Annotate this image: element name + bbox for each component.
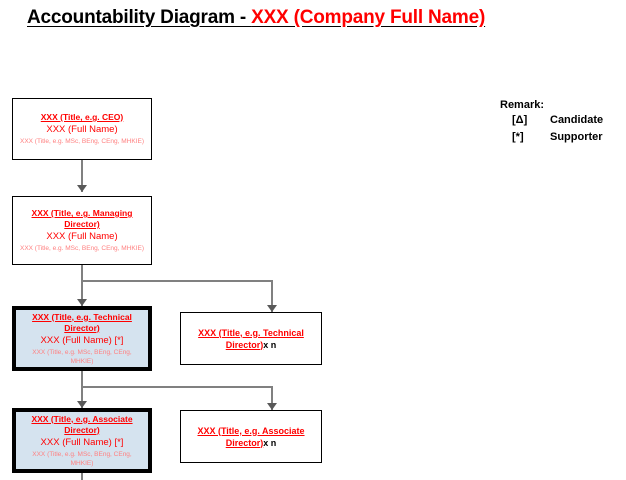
node-ceo-title: XXX (Title, e.g. CEO) [40, 112, 124, 122]
remark-label-supporter: Supporter [550, 131, 603, 143]
node-ceo[interactable]: XXX (Title, e.g. CEO) XXX (Full Name) XX… [12, 98, 152, 160]
remark-symbol-supporter: [*] [512, 131, 524, 143]
page-title: Accountability Diagram - XXX (Company Fu… [27, 7, 485, 29]
node-technical-director-multiple-title: XXX (Title, e.g. Technical Director) x n [181, 327, 321, 351]
connector-td-to-ad-multiple [271, 386, 273, 410]
node-associate-director[interactable]: XXX (Title, e.g. Associate Director) XXX… [12, 408, 152, 473]
page-title-black: Accountability Diagram - [27, 7, 252, 28]
node-associate-director-title: XXX (Title, e.g. Associate Director) [31, 413, 133, 435]
arrowhead-td-multiple [267, 305, 277, 312]
node-technical-director[interactable]: XXX (Title, e.g. Technical Director) XXX… [12, 306, 152, 371]
remark-heading: Remark: [500, 99, 545, 111]
node-managing-director-title: XXX (Title, e.g. Managing Director) [31, 208, 133, 229]
remark-label-candidate: Candidate [550, 114, 604, 126]
connector-td-branch-horizontal [81, 386, 273, 388]
connector-md-to-td-multiple [271, 280, 273, 312]
node-ceo-quals: XXX (Title, e.g. MSc, BEng, CEng, MHKIE) [19, 138, 145, 145]
node-associate-director-multiple-label: XXX (Title, e.g. Associate Director) [197, 425, 305, 448]
connector-ceo-to-md [81, 160, 83, 192]
node-managing-director-name: XXX (Full Name) [46, 231, 118, 242]
node-technical-director-title: XXX (Title, e.g. Technical Director) [32, 311, 132, 333]
arrowhead-ad [77, 401, 87, 408]
connector-md-to-td [81, 280, 83, 306]
connector-td-to-ad [81, 386, 83, 408]
page-title-red: XXX (Company Full Name) [251, 7, 486, 28]
node-associate-director-multiple-title: XXX (Title, e.g. Associate Director) x n [181, 425, 321, 449]
node-technical-director-multiple-label: XXX (Title, e.g. Technical Director) [198, 327, 304, 350]
node-ceo-name: XXX (Full Name) [46, 124, 118, 135]
arrowhead-ad-multiple [267, 403, 277, 410]
node-associate-director-name: XXX (Full Name) [*] [40, 436, 124, 448]
node-managing-director-quals: XXX (Title, e.g. MSc, BEng, CEng, MHKIE) [19, 245, 145, 252]
remark-symbol-candidate: [Δ] [512, 114, 528, 126]
node-technical-director-name: XXX (Full Name) [*] [40, 334, 124, 346]
connector-md-branch-horizontal [81, 280, 273, 282]
node-associate-director-quals: XXX (Title, e.g. MSc, BEng, CEng, MHKIE) [32, 450, 132, 467]
connector-md-stem [81, 265, 83, 281]
node-associate-director-multiple[interactable]: XXX (Title, e.g. Associate Director) x n [180, 410, 322, 463]
arrowhead-td [77, 299, 87, 306]
node-managing-director[interactable]: XXX (Title, e.g. Managing Director) XXX … [12, 196, 152, 265]
node-technical-director-multiple[interactable]: XXX (Title, e.g. Technical Director) x n [180, 312, 322, 365]
connector-td-stem [81, 371, 83, 387]
node-technical-director-multiple-suffix: x n [263, 339, 277, 350]
node-technical-director-quals: XXX (Title, e.g. MSc, BEng, CEng, MHKIE) [32, 348, 132, 365]
node-associate-director-multiple-suffix: x n [263, 437, 277, 448]
connector-ad-stem-cutoff [81, 473, 83, 480]
arrowhead-md [77, 185, 87, 192]
